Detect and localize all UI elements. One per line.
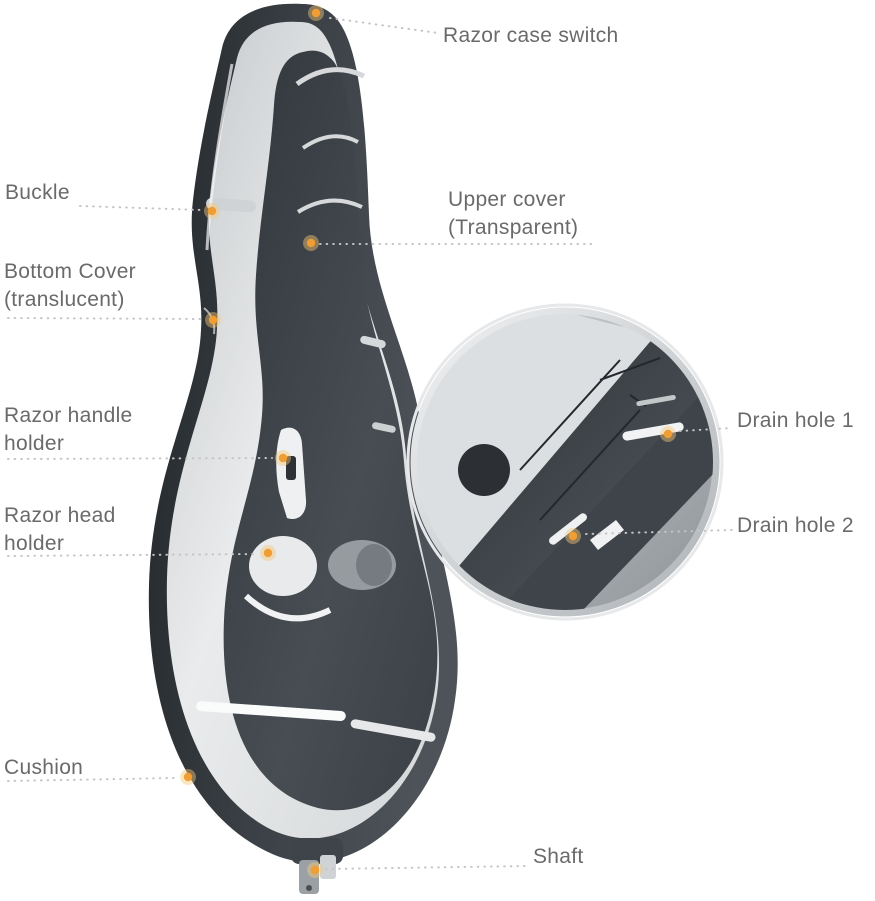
- magnifier-inset: [406, 303, 724, 621]
- label-upper-cover-line1: Upper cover: [448, 188, 566, 211]
- drain-slot-2: [549, 513, 587, 545]
- drain-slot-1: [622, 422, 684, 441]
- inset-dark-wall-lower: [470, 390, 713, 610]
- case-inner-cavity: [223, 50, 438, 811]
- leader-drain-hole-2: [585, 529, 733, 535]
- marker-razor-handle-holder: [275, 450, 291, 466]
- leader-bottom-cover: [7, 317, 205, 320]
- label-bottom-cover: Bottom Cover (translucent): [4, 258, 136, 314]
- point-markers: [180, 5, 676, 878]
- marker-drain-hole-1: [660, 426, 676, 442]
- marker-razor-head-holder: [260, 545, 276, 561]
- leader-lines: [7, 17, 733, 870]
- shaft-part: [291, 838, 343, 894]
- label-drain-hole-2: Drain hole 2: [737, 514, 854, 537]
- marker-buckle: [204, 203, 220, 219]
- inset-dark-wall-band: [430, 330, 713, 610]
- label-razor-head-holder-line2: holder: [4, 532, 65, 555]
- label-razor-handle-holder-line1: Razor handle: [4, 404, 133, 427]
- marker-shaft: [307, 862, 323, 878]
- inset-content: [417, 314, 713, 610]
- label-upper-cover: Upper cover (Transparent): [448, 186, 578, 242]
- label-upper-cover-line2: (Transparent): [448, 216, 579, 239]
- inset-light-shell-region: [417, 314, 655, 600]
- side-slot-lower: [372, 422, 396, 433]
- buckle-tab: [206, 197, 256, 213]
- inset-round-hole: [458, 444, 510, 496]
- marker-upper-cover: [303, 235, 319, 251]
- label-buckle: Buckle: [5, 181, 70, 204]
- razor-handle-holder-notch: [286, 456, 296, 480]
- drain-slot-2-bracket: [590, 520, 624, 550]
- razor-case-illustration: [148, 3, 458, 894]
- leader-cushion: [7, 777, 177, 782]
- inset-outer-glow: [406, 303, 724, 621]
- leader-razor-handle-holder: [7, 457, 273, 460]
- leader-drain-hole-1: [679, 427, 733, 432]
- leader-buckle: [79, 205, 203, 211]
- inset-seam-lines: [519, 357, 661, 521]
- label-bottom-cover-line2: (translucent): [4, 288, 125, 311]
- marker-drain-hole-2: [565, 528, 581, 544]
- label-razor-handle-holder: Razor handle holder: [4, 402, 133, 458]
- razor-head-holder-arc: [243, 593, 332, 622]
- label-bottom-cover-line1: Bottom Cover: [4, 260, 136, 283]
- marker-bottom-cover: [205, 312, 221, 328]
- label-shaft: Shaft: [533, 845, 584, 868]
- side-slot-upper: [360, 335, 386, 349]
- label-razor-head-holder-line1: Razor head: [4, 504, 116, 527]
- label-razor-case-switch: Razor case switch: [443, 24, 619, 47]
- leader-shaft: [325, 865, 529, 870]
- label-razor-head-holder: Razor head holder: [4, 502, 116, 558]
- razor-head-holder-cylinder-core: [356, 544, 392, 586]
- label-drain-hole-1: Drain hole 1: [737, 409, 854, 432]
- cushion-strip: [196, 701, 346, 721]
- leader-razor-case-switch: [329, 17, 439, 34]
- label-razor-handle-holder-line2: holder: [4, 432, 65, 455]
- marker-razor-case-switch: [308, 5, 324, 21]
- shell-highlight: [205, 63, 234, 251]
- marker-cushion: [180, 769, 196, 785]
- upper-cover-clip-arcs: [295, 67, 366, 214]
- cushion-strip-right: [350, 719, 436, 742]
- label-cushion: Cushion: [4, 756, 84, 779]
- razor-head-holder-part: [249, 536, 317, 596]
- drain-slot-1-seam: [636, 394, 676, 407]
